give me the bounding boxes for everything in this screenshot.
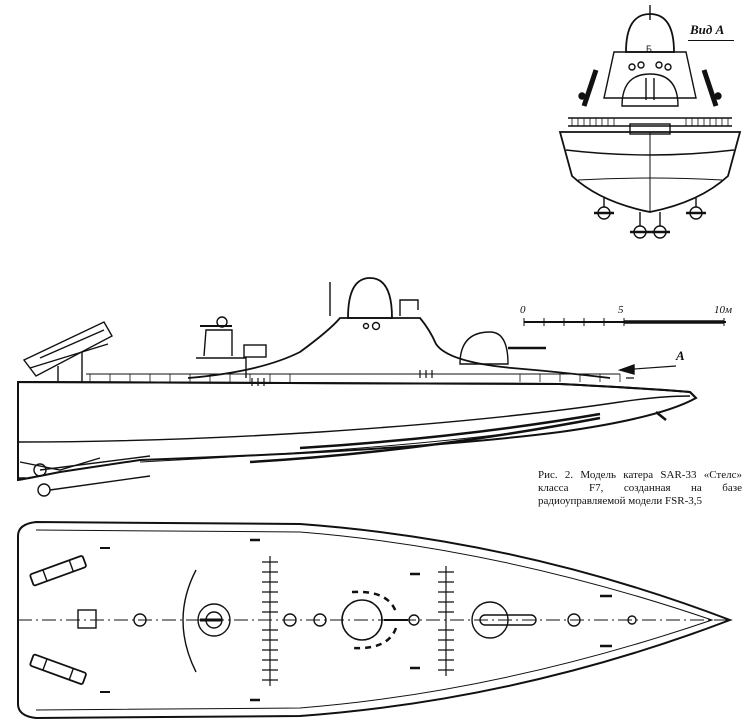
view-a-underline: [688, 40, 734, 41]
caption-line-3: базе радиоуправляемой модели: [538, 482, 743, 507]
scale-bar: [523, 318, 726, 326]
figure-caption: Рис. 2. Модель катера SAR-33 «Стелс» кла…: [538, 469, 742, 508]
scale-label-middle: 5: [618, 304, 624, 316]
caption-line-4: FSR-3,5: [665, 495, 703, 507]
side-view: [17, 277, 698, 497]
caption-line-1: Рис. 2. Модель катера SAR-33: [538, 469, 697, 481]
front-view: Б: [558, 5, 742, 239]
plan-view: [17, 520, 733, 720]
scale-label-end: 10м: [714, 304, 733, 316]
scale-label-start: 0: [520, 304, 526, 316]
svg-text:Б: Б: [646, 44, 652, 54]
caption-line-2: «Стелс» класса F7, созданная на: [538, 469, 742, 494]
view-a-label: Вид А: [690, 22, 725, 37]
arrow-a-label: А: [676, 348, 685, 363]
